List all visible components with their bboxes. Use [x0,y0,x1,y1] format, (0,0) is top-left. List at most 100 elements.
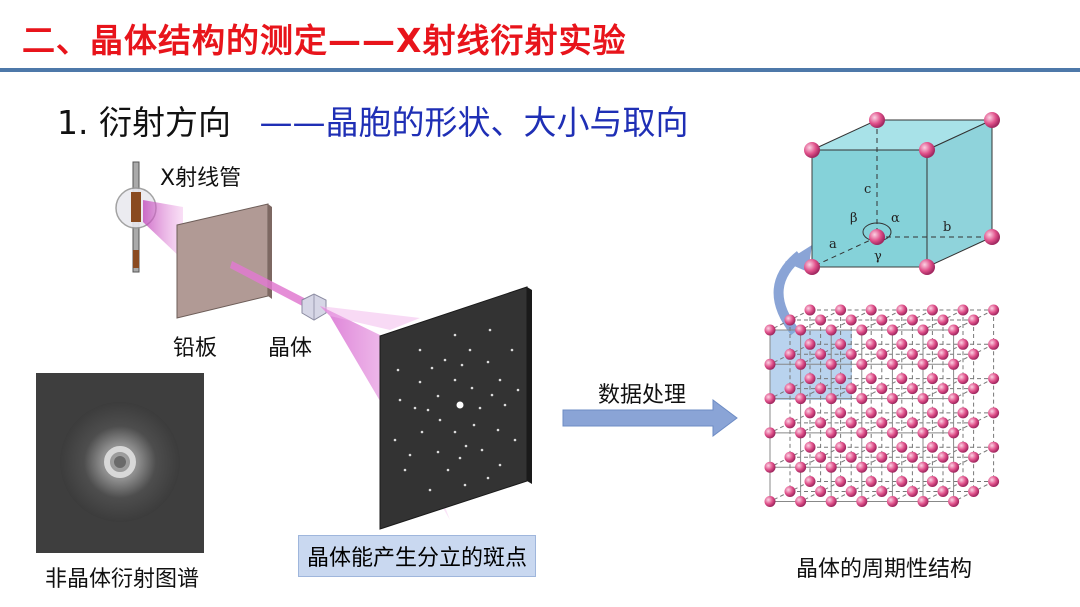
lattice-atom [795,393,806,404]
lattice-atom [815,383,826,394]
lattice-atom [815,315,826,326]
lattice-atom [968,349,979,360]
lattice-atom [918,496,929,507]
lattice-atom [907,417,918,428]
xray-tube-label: X射线管 [160,160,241,192]
lattice-atom [927,305,938,316]
lattice-atom [938,383,949,394]
lattice-atom [785,486,796,497]
lattice-atom [785,315,796,326]
lattice-atom [918,427,929,438]
lattice-atom [805,339,816,350]
lattice-atom [826,359,837,370]
angle-alpha-label: α [891,211,900,226]
lattice-atom [948,427,959,438]
lattice-atom [918,325,929,336]
lattice-atom [866,407,877,418]
lattice-atom [968,486,979,497]
lattice-atom [835,476,846,487]
lattice-atom [948,393,959,404]
lattice-atom [896,305,907,316]
lattice-atom [856,393,867,404]
lattice-atom [948,496,959,507]
lattice-atom [887,393,898,404]
lattice-atom [785,383,796,394]
lattice-atom [846,349,857,360]
lattice-atom [988,305,999,316]
lattice-atom [866,373,877,384]
lattice-atom [805,442,816,453]
lattice-atom [876,349,887,360]
lattice-atom [958,339,969,350]
lattice-atom [876,452,887,463]
lattice-atom [805,305,816,316]
lattice-atom [856,496,867,507]
lattice-atom [835,339,846,350]
lattice-atom [856,325,867,336]
lattice-atom [795,325,806,336]
lattice-atom [846,383,857,394]
lattice-atom [958,407,969,418]
angle-gamma-label: γ [874,249,882,264]
lattice-atom [896,373,907,384]
lattice-atom [988,373,999,384]
lattice-atom [785,452,796,463]
lattice-atom [896,442,907,453]
lattice-atom [958,373,969,384]
lattice-atom [835,442,846,453]
lattice-atom [887,427,898,438]
lattice-atom [927,373,938,384]
lattice-atom [785,349,796,360]
lattice-atom [765,359,776,370]
lattice-atom [938,452,949,463]
angle-beta-label: β [850,211,858,226]
lattice-atom [938,315,949,326]
lattice-atom [938,417,949,428]
unit-cell-diagram: c b a α β γ [804,112,1000,275]
lattice-atom [805,407,816,418]
amorphous-diffraction-image [36,373,204,553]
lattice-atom [958,305,969,316]
lattice-atom [938,486,949,497]
data-processing-label: 数据处理 [598,377,686,409]
lattice-atom [887,325,898,336]
lattice-atom [835,305,846,316]
lattice-atom [958,476,969,487]
lattice-atom [866,442,877,453]
lattice-atom [826,325,837,336]
lead-plate-label: 铅板 [173,330,217,362]
lattice-atom [805,373,816,384]
lattice-atom [896,339,907,350]
lattice-atom [968,315,979,326]
lattice-atom [876,315,887,326]
lattice-atom [948,359,959,370]
lattice-atom [765,462,776,473]
lattice-atom [907,383,918,394]
lattice-atom [835,407,846,418]
lattice-atom [907,486,918,497]
lattice-atom [795,427,806,438]
lattice-atom [805,476,816,487]
lattice-atom [918,462,929,473]
lattice-atom [887,496,898,507]
lattice-atom [927,476,938,487]
lattice-atom [785,417,796,428]
lattice-atom [907,315,918,326]
crystal-lattice-diagram [765,305,1000,508]
lattice-atom [765,496,776,507]
lattice-atom [856,427,867,438]
amorphous-caption: 非晶体衍射图谱 [45,561,199,593]
lattice-atom [968,417,979,428]
lattice-atom [988,407,999,418]
lattice-atom [927,407,938,418]
lattice-atom [918,359,929,370]
lead-plate [177,204,272,318]
lattice-atom [866,476,877,487]
lattice-atom [815,486,826,497]
lattice-atom [856,359,867,370]
lattice-atom [815,452,826,463]
lattice-atom [866,305,877,316]
lattice-atom [988,476,999,487]
lattice-atom [826,462,837,473]
lattice-atom [795,359,806,370]
